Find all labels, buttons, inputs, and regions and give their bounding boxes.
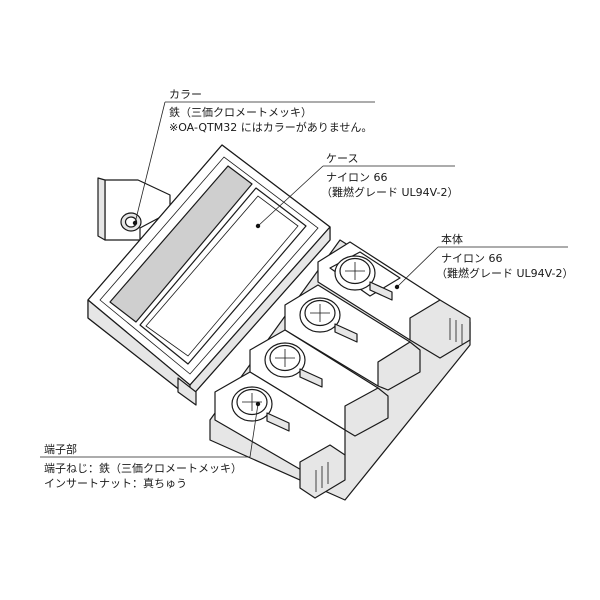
body-grade: （難燃グレード UL94V-2） (436, 266, 574, 280)
label-case: ケース ナイロン 66 （難燃グレード UL94V-2） (321, 152, 459, 199)
label-body: 本体 ナイロン 66 （難燃グレード UL94V-2） (436, 232, 574, 280)
screw-1 (334, 255, 393, 301)
label-terminal: 端子部 端子ねじ：鉄（三価クロメートメッキ） インサートナット：真ちゅう (44, 442, 242, 490)
leader-body (394, 246, 568, 290)
screw-4 (231, 386, 290, 432)
collar-note: ※OA-QTM32 にはカラーがありません。 (169, 120, 372, 134)
case-grade: （難燃グレード UL94V-2） (321, 185, 459, 199)
screw-2 (299, 297, 358, 343)
leader-terminal (40, 401, 261, 458)
terminal-title: 端子部 (44, 442, 77, 456)
collar-title: カラー (169, 88, 202, 101)
case-cover (87, 144, 331, 406)
leader-case (255, 165, 455, 229)
case-title: ケース (326, 152, 358, 165)
collar-material: 鉄（三価クロメートメッキ） (169, 105, 312, 119)
screw-3 (264, 342, 323, 388)
body-title: 本体 (441, 232, 463, 246)
case-material: ナイロン 66 (326, 171, 388, 184)
leader-collar (132, 101, 375, 226)
terminal-insert-material: インサートナット：真ちゅう (44, 476, 187, 490)
label-collar: カラー 鉄（三価クロメートメッキ） ※OA-QTM32 にはカラーがありません。 (169, 88, 372, 134)
body-material: ナイロン 66 (441, 252, 503, 265)
terminal-screw-material: 端子ねじ：鉄（三価クロメートメッキ） (44, 461, 242, 475)
terminal-body (209, 239, 471, 501)
